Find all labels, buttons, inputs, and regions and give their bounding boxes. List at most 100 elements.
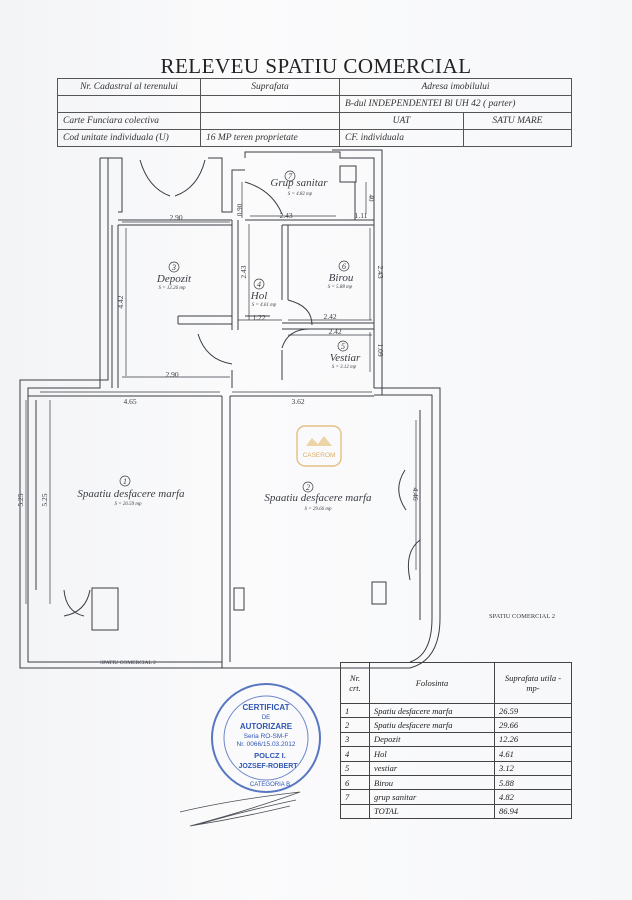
header-row: Cod unitate individuala (U) 16 MP teren … [57,129,573,147]
room-number: 7 [288,172,293,181]
dim-text: 2.42 [323,312,336,321]
legend-header-cell: Folosinta [369,662,495,704]
door-swing [244,181,283,215]
dim-text: 5.25 [40,493,49,506]
legend-cell: grup sanitar [369,789,495,805]
legend-cell: 26.59 [494,702,572,719]
room-number: 3 [171,263,176,272]
legend-cell: TOTAL [369,803,495,820]
wall [244,151,375,388]
caserom-watermark: CASEROM [292,424,346,468]
room-area: S = 12.26 mp [159,286,186,291]
dim-text: 3.62 [291,397,304,406]
legend-cell: Spatiu desfacere marfa [369,717,495,733]
door-swing [407,539,421,581]
room-name: Hol [250,290,268,302]
dim-text: 1.11 [355,211,368,220]
stamp-line: Nr. 0066/15.03.2012 [237,741,296,748]
room-number-circle [337,340,349,352]
dim-text: 2.90 [165,370,178,379]
legend-cell: 5.88 [494,774,572,791]
adjacent-space-label: SPATIU COMERCIAL 2 [100,660,156,666]
legend-cell: 1 [340,702,370,719]
wall [208,157,245,213]
dim-text: 2.43 [279,211,292,220]
room-number: 5 [341,342,345,351]
door-swing [398,469,407,511]
legend-cell: Hol [369,746,495,762]
wall [332,149,383,395]
legend-cell: Birou [369,774,495,791]
legend-header-cell: Nr. crt. [340,662,370,704]
authorization-stamp: CERTIFICAT DE AUTORIZARE Seria RO-SM-F N… [208,680,324,796]
header-text: Adresa imobilului [421,82,490,92]
room-area: S = 4.61 mp [252,303,277,308]
dim-text: 2.43 [239,265,248,278]
dim-text: 4.42 [116,295,125,308]
document-title: RELEVEU SPATIU COMERCIAL [160,54,472,78]
dim-text: 40 [367,195,375,203]
header-row: Carte Funciara colectiva UAT SATU MARE [57,112,573,130]
header-cell [462,129,573,147]
pier [233,587,245,611]
legend-cell: Depozit [369,731,495,748]
legend-cell: Spatiu desfacere marfa [369,702,495,719]
wall [19,158,222,669]
room-area: S = 4.82 mp [288,192,313,197]
header-cell: 16 MP teren proprietate [200,129,340,147]
dim-text: 4.65 [123,397,136,406]
watermark-frame [296,425,342,467]
adjacent-labels: SPATIU COMERCIAL 2 SPATIU COMERCIAL 2 [100,613,555,666]
legend-cell: 29.66 [494,717,572,733]
stamp-line: DE [262,715,270,721]
pier [339,165,357,183]
dim-text: 0.90 [236,203,244,216]
door-swing [281,328,313,349]
dim-text: 1.09 [376,343,385,356]
wall [374,394,433,663]
door-swing [139,159,171,197]
wall [27,158,222,663]
stamp-outer-ring [211,683,321,793]
dim-text: 4.46 [411,487,420,500]
dimension-lines [25,182,417,604]
legend-cell: 7 [340,789,370,805]
room-name: Depozit [156,273,192,285]
room-name: Spaatiu desfacere marfa [264,492,372,504]
room-name: Grup sanitar [270,177,328,189]
wall [100,157,123,213]
header-cell: CF. individuala [339,129,464,147]
stamp-line: JOZSEF-ROBERT [238,763,298,770]
room-name: Birou [329,272,354,284]
stamp-line: CERTIFICAT [243,703,290,712]
watermark-text: CASEROM [303,452,336,459]
signature-stroke [199,799,297,825]
stamp-line: POLCZ I. [254,751,286,760]
room-labels: 7 Grup sanitar S = 4.82 mp 3 Depozit S =… [77,170,372,512]
legend-cell: vestiar [369,760,495,776]
stamp-line: AUTORIZARE [240,722,293,731]
pier [91,587,119,631]
walls [19,149,441,669]
legend-cell: 2 [340,717,370,733]
house-icon [306,436,332,446]
legend-cell: 86.94 [494,803,572,820]
stamp-inner-ring [223,695,309,781]
room-area: S = 5.88 mp [328,285,353,290]
room-number: 6 [342,262,346,271]
signature-stroke [179,791,301,827]
legend-cell: 4.61 [494,746,572,762]
legend-cell: 12.26 [494,731,572,748]
legend-cell: 5 [340,760,370,776]
pier [371,581,387,605]
legend-cell: 3 [340,731,370,748]
dim-text: 5.25 [16,493,25,506]
dim-text: 2.43 [376,265,385,278]
